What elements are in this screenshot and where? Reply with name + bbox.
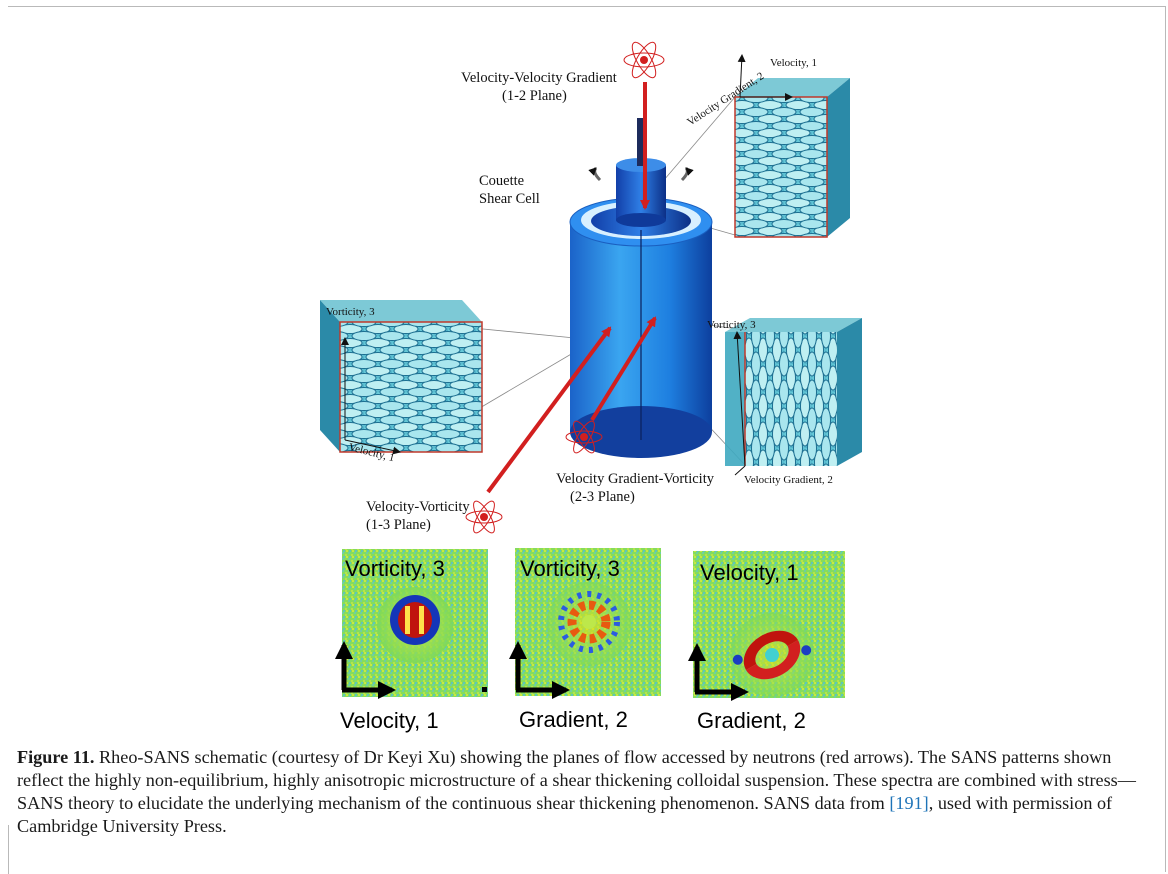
frame-left-edge — [8, 825, 9, 874]
neutron-beam-arrows — [486, 82, 657, 494]
box-2-3-gradient-label: Velocity Gradient, 2 — [744, 474, 833, 486]
vgv-plane-sublabel: (2-3 Plane) — [570, 489, 635, 505]
sans-2-top-label: Vorticity, 3 — [520, 556, 620, 581]
sans-3-top-label: Velocity, 1 — [700, 560, 799, 585]
couette-shear-cell — [569, 118, 713, 458]
box-1-3-vorticity-label: Vorticity, 3 — [326, 306, 375, 318]
vvort-plane-sublabel: (1-3 Plane) — [366, 517, 431, 533]
sans-pattern-1-2: Velocity, 1 Gradient, 2 — [688, 551, 845, 733]
vgv-plane-label: Velocity Gradient-Vorticity — [556, 471, 715, 487]
vv-plane-sublabel: (1-2 Plane) — [502, 88, 567, 104]
box-2-3-vorticity-label: Vorticity, 3 — [707, 319, 756, 331]
box-1-2-velocity-label: Velocity, 1 — [770, 57, 817, 69]
figure-illustration: Velocity-Velocity Gradient (1-2 Plane) C… — [320, 41, 862, 733]
microstructure-box-1-3 — [320, 300, 483, 455]
reference-link[interactable]: [191] — [889, 793, 929, 813]
figure-caption: Figure 11. Rheo-SANS schematic (courtesy… — [17, 746, 1152, 838]
neutron-source-icon — [465, 500, 503, 534]
sans-3-bottom-label: Gradient, 2 — [697, 708, 806, 733]
couette-sublabel: Shear Cell — [479, 191, 540, 207]
figure-frame — [8, 6, 1166, 872]
figure-label: Figure 11. — [17, 747, 95, 767]
neutron-source-icon — [565, 420, 603, 454]
microstructure-box-2-3 — [725, 318, 862, 476]
sans-2-bottom-label: Gradient, 2 — [519, 707, 628, 732]
vv-plane-label: Velocity-Velocity Gradient — [461, 70, 617, 86]
sans-pattern-1-3: Vorticity, 3 Velocity, 1 — [335, 549, 488, 733]
caption-text: Rheo-SANS schematic (courtesy of Dr Keyi… — [17, 747, 1136, 813]
sans-pattern-2-3: Vorticity, 3 Gradient, 2 — [509, 548, 661, 732]
couette-label: Couette — [479, 173, 524, 189]
sans-1-top-label: Vorticity, 3 — [345, 556, 445, 581]
vvort-plane-label: Velocity-Vorticity — [366, 499, 470, 515]
caption-text-end: , used with permission of Cambridge Univ… — [17, 793, 1113, 836]
neutron-source-icon — [623, 41, 665, 79]
sans-1-bottom-label: Velocity, 1 — [340, 708, 439, 733]
microstructure-box-1-2 — [734, 54, 850, 238]
